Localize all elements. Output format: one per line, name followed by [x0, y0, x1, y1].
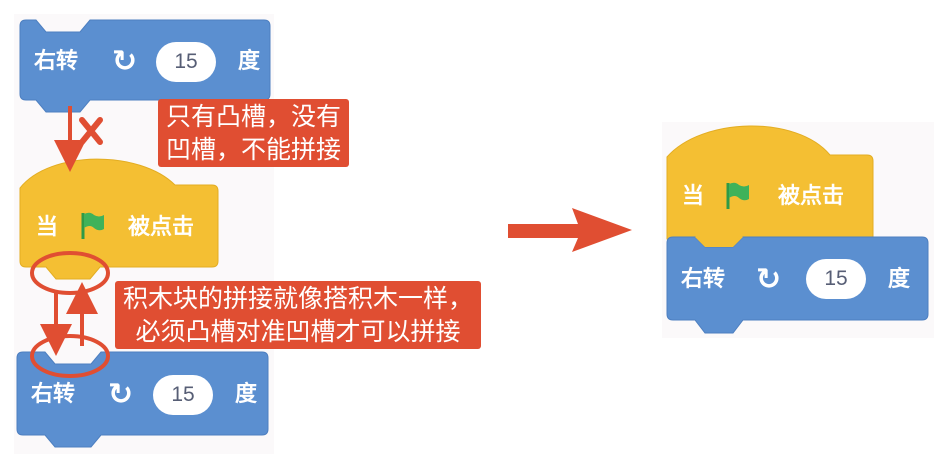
- callout-line: 只有凸槽，没有: [166, 102, 342, 131]
- rotate-clockwise-icon: ↻: [108, 377, 134, 412]
- turn-right-label: 右转: [31, 382, 76, 407]
- green-flag-icon: [726, 182, 749, 209]
- turn-right-block-right: [666, 236, 929, 334]
- turn-right-label: 右转: [34, 49, 79, 74]
- when-flag-block-right: [666, 125, 874, 240]
- when-label: 当: [682, 184, 705, 209]
- green-flag-icon: [81, 212, 104, 239]
- turn-right-block-top: [19, 19, 271, 113]
- cross-mark-icon: [79, 117, 103, 145]
- clicked-label: 被点击: [778, 184, 845, 209]
- degrees-input[interactable]: 15: [153, 375, 213, 415]
- callout-no-notch: 只有凸槽，没有 凹槽，不能拼接: [158, 99, 350, 167]
- rotate-clockwise-icon: ↻: [756, 262, 782, 297]
- callout-line: 凹槽，不能拼接: [166, 135, 342, 164]
- degrees-input[interactable]: 15: [156, 42, 216, 82]
- hat-tab-inserted: [695, 237, 743, 247]
- turn-right-label: 右转: [681, 267, 726, 292]
- callout-line: 积木块的拼接就像搭积木一样，: [123, 284, 474, 313]
- degrees-unit-label: 度: [238, 49, 261, 74]
- result-arrow-icon: [508, 208, 632, 252]
- callout-line: 必须凸槽对准凹槽才可以拼接: [135, 317, 461, 346]
- clicked-label: 被点击: [128, 215, 195, 240]
- degrees-input[interactable]: 15: [806, 259, 866, 299]
- when-flag-block-left: [19, 158, 219, 280]
- degrees-unit-label: 度: [235, 382, 258, 407]
- when-label: 当: [36, 215, 59, 240]
- rotate-clockwise-icon: ↻: [112, 44, 138, 79]
- degrees-unit-label: 度: [888, 267, 911, 292]
- callout-how-connect: 积木块的拼接就像搭积木一样， 必须凸槽对准凹槽才可以拼接: [115, 281, 482, 349]
